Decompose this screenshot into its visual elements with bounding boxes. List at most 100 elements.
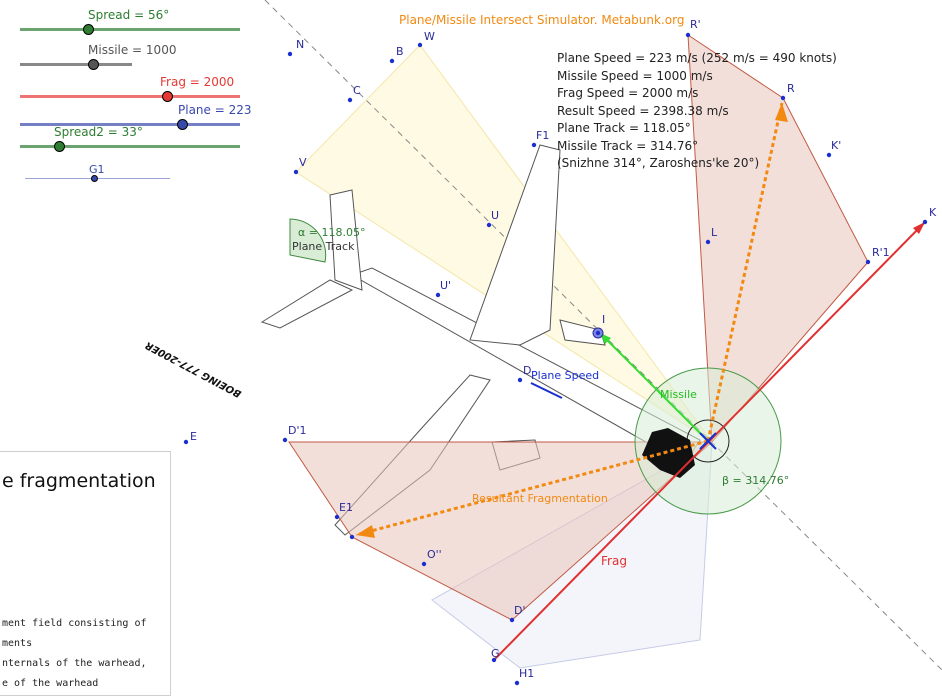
slider-knob[interactable] bbox=[177, 118, 189, 130]
info-missile-speed: Missile Speed = 1000 m/s bbox=[557, 68, 713, 83]
point-marker[interactable] bbox=[826, 152, 832, 158]
point-marker[interactable] bbox=[595, 330, 601, 336]
point-marker[interactable] bbox=[486, 222, 492, 228]
point-marker[interactable] bbox=[922, 219, 928, 225]
point-label: O'' bbox=[427, 548, 442, 561]
point-marker[interactable] bbox=[389, 58, 395, 64]
point-label: R'1 bbox=[872, 246, 890, 259]
document-line: nternals of the warhead, bbox=[2, 658, 147, 669]
slider-knob[interactable] bbox=[88, 58, 100, 70]
slider-knob[interactable] bbox=[161, 90, 173, 102]
slider-1[interactable]: Spread = 56° bbox=[20, 8, 240, 35]
point-marker[interactable] bbox=[705, 239, 711, 245]
resultant-vector-up bbox=[706, 102, 784, 442]
slider-track[interactable] bbox=[20, 63, 132, 66]
point-marker[interactable] bbox=[287, 51, 293, 57]
point-label: F1 bbox=[536, 129, 549, 142]
document-line: ments bbox=[2, 638, 33, 649]
info-missile-track: Missile Track = 314.76° bbox=[557, 138, 699, 153]
slider-label: Frag = 2000 bbox=[160, 75, 235, 89]
alpha-label: α = 118.05° bbox=[298, 226, 365, 239]
point-marker[interactable] bbox=[347, 97, 353, 103]
point-label: R bbox=[787, 82, 795, 95]
info-panel: Plane Speed = 223 m/s (252 m/s = 490 kno… bbox=[557, 50, 837, 173]
point-marker[interactable] bbox=[421, 561, 427, 567]
warhead-blob bbox=[642, 428, 695, 478]
info-result-speed: Result Speed = 2398.38 m/s bbox=[557, 103, 729, 118]
point-label: C bbox=[353, 84, 361, 97]
point-label: G bbox=[491, 647, 500, 660]
point-label: E1 bbox=[339, 501, 353, 514]
document-line: ment field consisting of bbox=[2, 618, 147, 629]
alpha-angle-wedge bbox=[289, 218, 327, 263]
slider-5[interactable]: Spread2 = 33° bbox=[20, 125, 240, 152]
slider-label: G1 bbox=[89, 163, 105, 176]
plane-speed-label: Plane Speed bbox=[531, 369, 599, 382]
slider-track[interactable] bbox=[20, 145, 240, 148]
slider-track[interactable] bbox=[20, 28, 240, 31]
point-label: D'1 bbox=[288, 424, 307, 437]
point-label: K' bbox=[831, 139, 841, 152]
point-marker[interactable] bbox=[435, 292, 441, 298]
point-marker[interactable] bbox=[531, 142, 537, 148]
point-marker[interactable] bbox=[183, 439, 189, 445]
info-locations: (Snizhne 314°, Zaroshens'ke 20°) bbox=[557, 156, 760, 170]
point-label: R' bbox=[690, 18, 701, 31]
point-label: U' bbox=[440, 279, 451, 292]
resultant-arrowhead-down bbox=[356, 525, 375, 538]
slider-6[interactable]: G1 bbox=[25, 163, 170, 190]
missile-label: Missile bbox=[660, 388, 697, 401]
point-marker[interactable] bbox=[509, 617, 515, 623]
info-plane-speed: Plane Speed = 223 m/s (252 m/s = 490 kno… bbox=[557, 51, 837, 65]
slider-2[interactable]: Missile = 1000 bbox=[20, 43, 176, 70]
slider-label: Plane = 223 bbox=[178, 103, 252, 117]
slider-knob[interactable] bbox=[54, 140, 66, 152]
slider-track[interactable] bbox=[20, 123, 240, 126]
point-label: I bbox=[602, 313, 605, 326]
info-plane-track: Plane Track = 118.05° bbox=[557, 121, 691, 135]
slider-3[interactable]: Frag = 2000 bbox=[20, 75, 240, 102]
resultant-label: Resultant Fragmentation bbox=[472, 492, 608, 505]
origin-cross-b bbox=[699, 432, 717, 450]
point-marker[interactable] bbox=[417, 42, 423, 48]
slider-4[interactable]: Plane = 223 bbox=[20, 103, 252, 130]
slider-knob[interactable] bbox=[91, 174, 99, 182]
point-marker[interactable] bbox=[780, 95, 786, 101]
beta-label: β = 314.76° bbox=[722, 474, 789, 487]
app-title: Plane/Missile Intersect Simulator. Metab… bbox=[399, 13, 685, 27]
point-marker[interactable] bbox=[685, 32, 691, 38]
resultant-arrowhead-up bbox=[775, 103, 788, 122]
point-label: W bbox=[424, 30, 435, 43]
point-label: K bbox=[929, 206, 937, 219]
point-label: D bbox=[523, 364, 531, 377]
point-label: V bbox=[299, 156, 307, 169]
point-marker[interactable] bbox=[514, 680, 520, 686]
point-marker[interactable] bbox=[865, 259, 871, 265]
plane-track-label: Plane Track bbox=[292, 240, 355, 253]
point-label: E bbox=[190, 430, 197, 443]
plane-speed-vector bbox=[530, 382, 563, 399]
point-label: N bbox=[296, 38, 304, 51]
slider-label: Spread = 56° bbox=[88, 8, 170, 22]
document-heading: e fragmentation bbox=[2, 470, 156, 492]
missile-vector bbox=[599, 332, 709, 442]
point-label: H1 bbox=[519, 667, 534, 680]
point-marker[interactable] bbox=[282, 437, 288, 443]
info-frag-speed: Frag Speed = 2000 m/s bbox=[557, 86, 699, 100]
point-marker[interactable] bbox=[293, 169, 299, 175]
frag-arrowhead bbox=[913, 222, 925, 234]
slider-knob[interactable] bbox=[82, 23, 94, 35]
document-line: e of the warhead bbox=[2, 678, 99, 689]
point-marker[interactable] bbox=[491, 657, 497, 663]
frag-label: Frag bbox=[601, 554, 627, 568]
point-marker-d[interactable] bbox=[349, 534, 355, 540]
slider-track[interactable] bbox=[20, 95, 240, 98]
aircraft-name-label: BOEING 777-200ER bbox=[144, 339, 244, 399]
document-panel: e fragmentation ment field consisting of… bbox=[0, 451, 171, 696]
point-label: D' bbox=[514, 604, 526, 617]
point-marker[interactable] bbox=[517, 377, 523, 383]
point-marker[interactable] bbox=[334, 514, 340, 520]
